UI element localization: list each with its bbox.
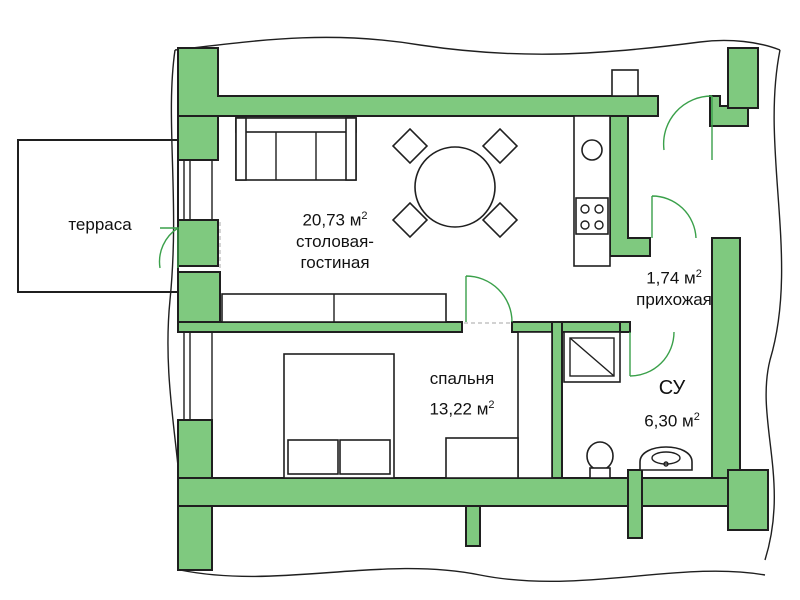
bathroom-label: СУ 6,30 м2 [620, 378, 724, 432]
hall-area: 1,74 м2 [646, 268, 702, 288]
wall-bottom-stub-2 [627, 469, 643, 539]
top-cut-edge [174, 36, 781, 55]
bottom-cut-edge [179, 567, 766, 583]
toilet [586, 441, 614, 479]
terrace-name: терраса [68, 215, 132, 234]
terrace-door [158, 226, 179, 269]
wall-bedroom-bath [551, 321, 563, 479]
vent-box [611, 69, 639, 97]
wall-left-upper [177, 115, 219, 161]
living-label: 20,73 м2 столовая- гостиная [280, 206, 390, 273]
terrace-label: терраса [40, 214, 160, 235]
top-right-door [662, 95, 713, 160]
wall-bottom-right [727, 469, 769, 531]
living-cabinet [221, 293, 447, 323]
wall-bath-hall [619, 321, 631, 333]
bathroom-name: СУ [658, 377, 686, 399]
window-left-upper [183, 160, 213, 220]
wall-kitchen-right [609, 115, 651, 257]
wall-top [177, 47, 659, 119]
right-cut-edge [764, 49, 783, 561]
hall-label: 1,74 м2 прихожая [622, 264, 726, 310]
living-door [465, 275, 513, 323]
bedroom-wardrobe [445, 331, 553, 479]
double-bed [283, 353, 395, 479]
shower-tray [563, 331, 621, 383]
hall-name: прихожая [636, 289, 712, 309]
terrace-area [17, 139, 179, 293]
wall-mid-horizontal-2 [511, 321, 631, 333]
kitchen-counter [573, 115, 611, 267]
living-name-2: гостиная [300, 252, 370, 272]
sink [639, 446, 693, 471]
living-area: 20,73 м2 [302, 210, 368, 230]
bedroom-label: спальня 13,22 м2 [410, 368, 514, 420]
bedroom-name: спальня [429, 369, 495, 388]
hall-entry-door [651, 195, 697, 239]
dining-table [391, 127, 519, 239]
wall-left-mid [177, 219, 219, 267]
bedroom-area: 13,22 м2 [429, 399, 495, 419]
wall-bottom [177, 477, 741, 507]
wall-bottom-stub-1 [465, 505, 481, 547]
bathroom-door [629, 331, 675, 377]
wall-left-low [177, 271, 221, 323]
window-left-lower [183, 332, 213, 420]
wall-corner-ne [727, 47, 759, 109]
sofa [235, 117, 357, 181]
wall-mid-horizontal [177, 321, 463, 333]
bathroom-area: 6,30 м2 [644, 411, 700, 431]
living-name-1: столовая- [296, 231, 374, 251]
